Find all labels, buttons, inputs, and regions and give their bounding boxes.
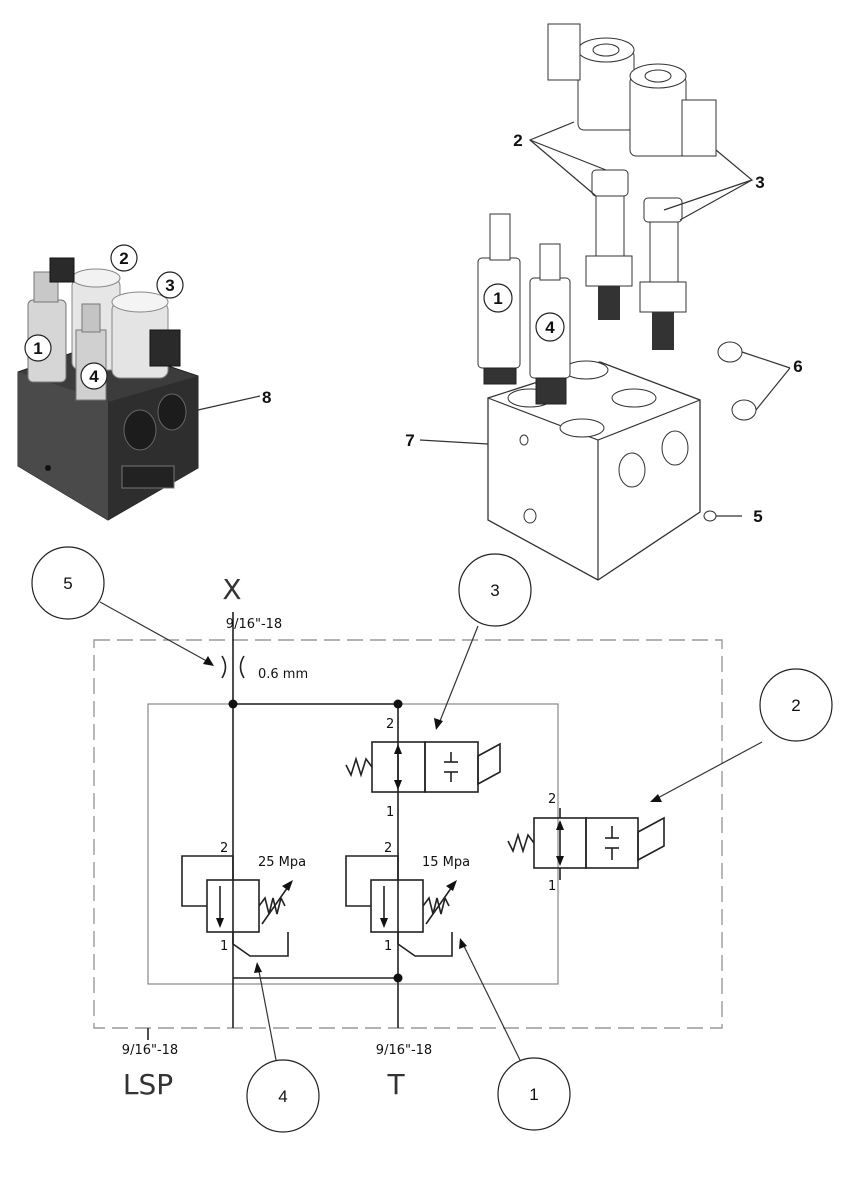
exploded-callout-5-label: 5 [753,507,762,526]
photo-callout-1 [24,334,52,362]
exploded-view [419,23,791,581]
balloon-2-label: 2 [791,696,800,715]
photo-callout-2-label: 2 [119,249,128,268]
photo-callout-1-label: 1 [33,339,42,358]
port-lsp-label: LSP [123,1068,173,1101]
leader-line [257,965,277,1061]
relief-valve-4-symbol [181,855,293,957]
photo-callout-4 [80,362,108,390]
photo-callout-3-label: 3 [165,276,174,295]
port-number-2: 2 [384,841,392,856]
port-lsp-thread: 9/16"-18 [122,1043,178,1058]
port-number-1: 1 [548,879,556,894]
exploded-callout-1-label: 1 [493,289,502,308]
port-number-1: 1 [384,939,392,954]
port-x-thread: 9/16"-18 [226,617,282,632]
balloon-1 [497,1057,571,1131]
exploded-callout-6-label: 6 [793,357,802,376]
balloon-1-label: 1 [529,1085,538,1104]
photo-callout-2 [110,244,138,272]
balloon-4-label: 4 [278,1087,287,1106]
photo-callout-3 [156,271,184,299]
leader-line [437,625,479,727]
balloon-4 [246,1059,320,1133]
balloon-3 [458,553,532,627]
relief-valve-1-symbol [345,855,457,957]
solenoid-valve-2-symbol [507,808,665,880]
orifice-size: 0.6 mm [258,667,308,682]
port-t-thread: 9/16"-18 [376,1043,432,1058]
exploded-callout-4-label: 4 [545,318,555,337]
schematic-balloons: 5 3 2 4 1 [31,546,833,1133]
leader-line [653,741,763,801]
port-number-1: 1 [220,939,228,954]
hydraulic-schematic [93,601,763,1061]
schematic-labels: X 9/16"-18 0.6 mm 9/16"-18 LSP 9/16"-18 … [122,573,556,1101]
photo-callouts: 1 2 3 4 8 [24,244,271,407]
leader-line [99,601,213,665]
leader-line [461,941,521,1061]
exploded-callout-1 [483,283,513,313]
port-t-label: T [386,1068,405,1101]
port-x-label: X [222,573,241,606]
exploded-callout-4 [535,312,565,342]
manifold-boundary [93,639,723,1029]
balloon-5 [31,546,105,620]
junction-dot [393,699,403,709]
relief-setting-15: 15 Mpa [422,855,470,870]
exploded-callout-2-label: 2 [513,131,522,150]
junction-dot [228,699,238,709]
photo-callout-4-label: 4 [89,367,99,386]
relief-setting-25: 25 Mpa [258,855,306,870]
junction-dot [393,973,403,983]
manifold-photo [17,257,261,521]
port-number-2: 2 [386,717,394,732]
balloon-3-label: 3 [490,581,499,600]
balloon-5-label: 5 [63,574,72,593]
exploded-callout-3-label: 3 [755,173,764,192]
port-number-2: 2 [548,792,556,807]
port-number-1: 1 [386,805,394,820]
exploded-callouts: 1 2 3 4 5 6 7 [405,131,802,526]
port-number-2: 2 [220,841,228,856]
photo-callout-8-label: 8 [262,388,271,407]
solenoid-valve-3-symbol [345,741,501,793]
exploded-callout-7-label: 7 [405,431,414,450]
balloon-2 [759,668,833,742]
orifice-symbol [221,655,227,679]
